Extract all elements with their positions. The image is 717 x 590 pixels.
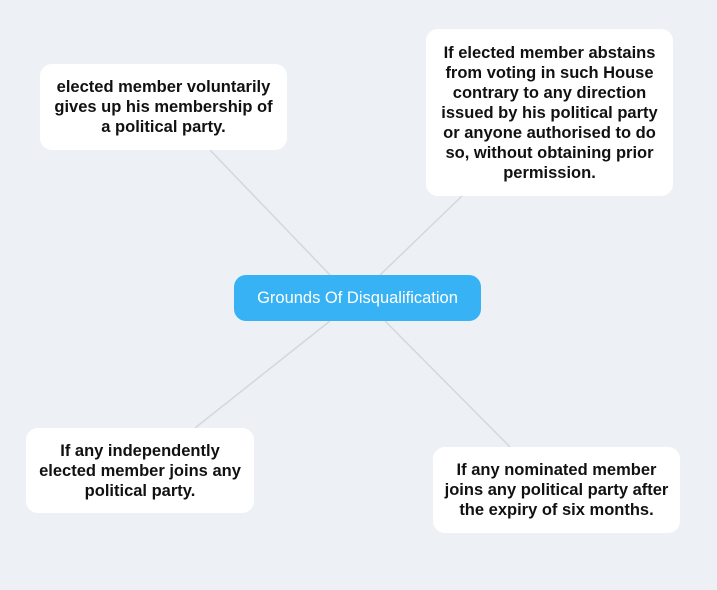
branch-label-independent-member: If any independently elected member join… [39,441,241,500]
connector-top-right [379,195,463,276]
connector-top-left [209,149,331,276]
branch-node-nominated-member[interactable]: If any nominated member joins any politi… [433,447,680,533]
branch-node-abstains-from-voting[interactable]: If elected member abstains from voting i… [426,29,673,196]
connector-bottom-left [194,320,331,429]
branch-label-nominated-member: If any nominated member joins any politi… [444,461,669,519]
branch-label-voluntary-giving-up: elected member voluntarily gives up his … [54,78,273,136]
connector-bottom-right [384,320,511,448]
branch-node-independent-member[interactable]: If any independently elected member join… [26,428,254,513]
central-topic-node[interactable]: Grounds Of Disqualification [234,275,481,321]
branch-label-abstains-from-voting: If elected member abstains from voting i… [441,43,658,182]
central-topic-label: Grounds Of Disqualification [257,289,458,307]
branch-node-voluntary-giving-up[interactable]: elected member voluntarily gives up his … [40,64,287,150]
